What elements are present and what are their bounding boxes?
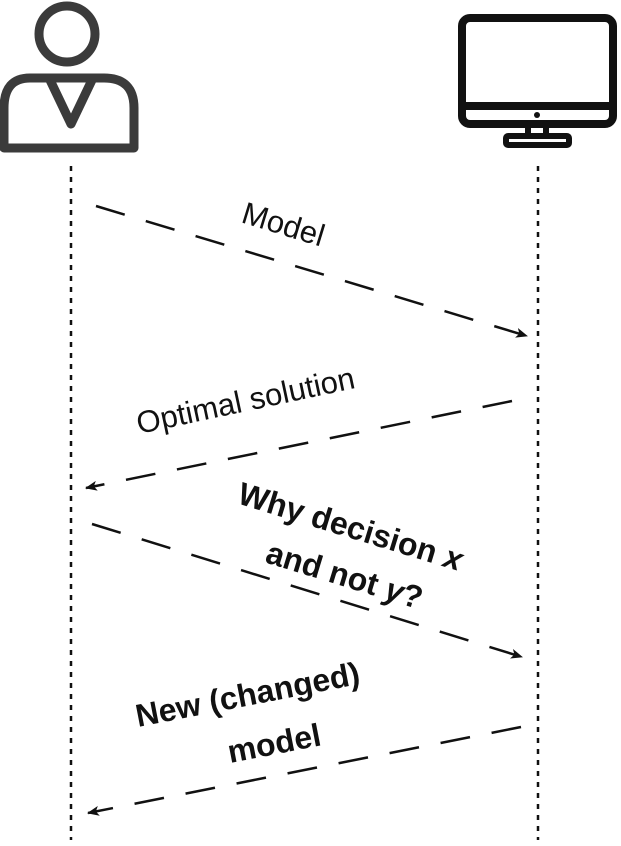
message-label-optimal-solution: Optimal solution [133, 360, 358, 440]
message-arrow-model [95, 204, 528, 338]
message-label-model: Model [238, 195, 329, 253]
message-label-model-2: model [224, 717, 323, 770]
computer-monitor-icon [458, 14, 617, 148]
message-arrow-new-changed-model [87, 725, 522, 816]
user-icon [0, 1, 139, 153]
message-label-new-changed: New (changed) [132, 655, 362, 734]
message-arrow-why-decision [91, 522, 523, 659]
message-arrow-optimal-solution [85, 399, 513, 491]
